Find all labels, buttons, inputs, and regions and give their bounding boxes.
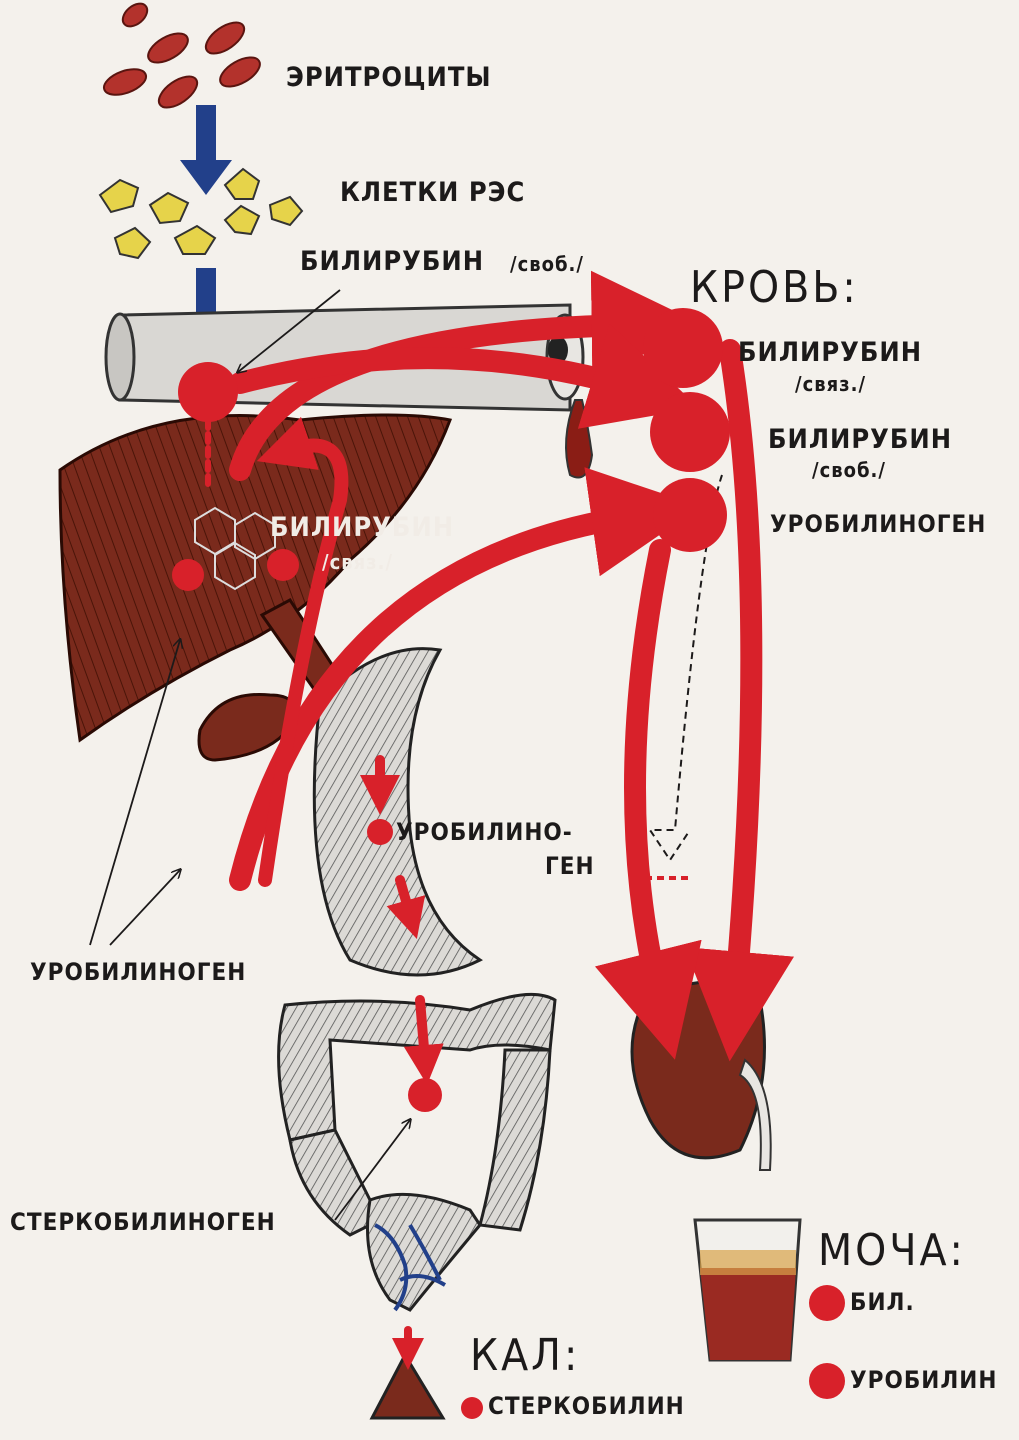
- erythrocytes-label: ЭРИТРОЦИТЫ: [286, 62, 492, 93]
- duodenum: [314, 649, 480, 975]
- arrow-blood-to-kidney-left: [635, 550, 660, 1000]
- erythrocyte: [154, 70, 203, 113]
- bilirubin-free-note: /своб./: [510, 252, 584, 276]
- blood-bilirubin-bound-label: БИЛИРУБИН: [738, 337, 922, 368]
- urine-urobilin-legend-circle: [809, 1363, 845, 1399]
- stercobilinogen-circle: [408, 1078, 442, 1112]
- liver-bilirubin-label: БИЛИРУБИН: [270, 512, 454, 543]
- erythrocyte: [118, 0, 151, 31]
- blood-bilirubin-free-label: БИЛИРУБИН: [768, 424, 952, 455]
- arrow-blood-to-kidney-right: [730, 350, 751, 1000]
- res-cell: [225, 206, 259, 234]
- blood-bilirubin-bound-circle: [643, 308, 723, 388]
- kidney: [632, 982, 771, 1170]
- liver-bilirubin-note: /связ./: [322, 550, 393, 574]
- bilirubin-free-vessel-circle: [178, 362, 238, 422]
- liver-circle-left: [172, 559, 204, 591]
- urine-glass-icon: [695, 1220, 800, 1360]
- intestine-urobilinogen-label-1: УРОБИЛИНО-: [396, 818, 573, 846]
- bilirubin-free-label: БИЛИРУБИН: [300, 246, 484, 277]
- urine-bil-legend-circle: [809, 1285, 845, 1321]
- intestine-urobilinogen-label-2: ГЕН: [545, 852, 595, 880]
- blood-urobilinogen-circle: [653, 478, 727, 552]
- feces-header: КАЛ:: [470, 1330, 580, 1381]
- urine-urobilin-label: УРОБИЛИН: [850, 1366, 997, 1394]
- blood-bilirubin-free-note: /своб./: [812, 458, 886, 482]
- feces-icon: [372, 1355, 443, 1418]
- res-cell: [115, 228, 150, 258]
- blue-arrow-top: [180, 105, 232, 195]
- colon: [279, 994, 555, 1310]
- res-cell: [100, 180, 138, 212]
- blood-urobilinogen-label: УРОБИЛИНОГЕН: [770, 510, 986, 538]
- blood-bilirubin-bound-note: /связ./: [795, 372, 866, 396]
- intestine-urobilinogen-circle: [367, 819, 393, 845]
- blood-bilirubin-free-circle: [650, 392, 730, 472]
- arrow-intestine-to-colon: [420, 1000, 425, 1060]
- res-cell: [225, 169, 259, 199]
- blood-header: КРОВЬ:: [690, 262, 859, 313]
- res-cell: [175, 226, 215, 254]
- leader-urobilinogen-2: [110, 870, 180, 945]
- liver-bilirubin-bound-circle: [267, 549, 299, 581]
- urobilinogen-left-label: УРОБИЛИНОГЕН: [30, 958, 246, 986]
- erythrocyte: [201, 16, 250, 59]
- erythrocyte: [101, 64, 150, 100]
- feces-stercobilin-label: СТЕРКОБИЛИН: [488, 1392, 685, 1420]
- res-cell: [270, 197, 302, 225]
- erythrocyte: [215, 51, 264, 92]
- stercobilin-legend-circle: [461, 1397, 483, 1419]
- urine-header: МОЧА:: [818, 1225, 966, 1276]
- stercobilinogen-label: СТЕРКОБИЛИНОГЕН: [10, 1208, 276, 1236]
- erythrocyte: [143, 27, 192, 68]
- urine-bil-label: БИЛ.: [850, 1288, 915, 1316]
- erythrocytes-group: [101, 0, 265, 114]
- res-cells-label: КЛЕТКИ РЭС: [340, 177, 525, 208]
- res-cell: [150, 193, 188, 223]
